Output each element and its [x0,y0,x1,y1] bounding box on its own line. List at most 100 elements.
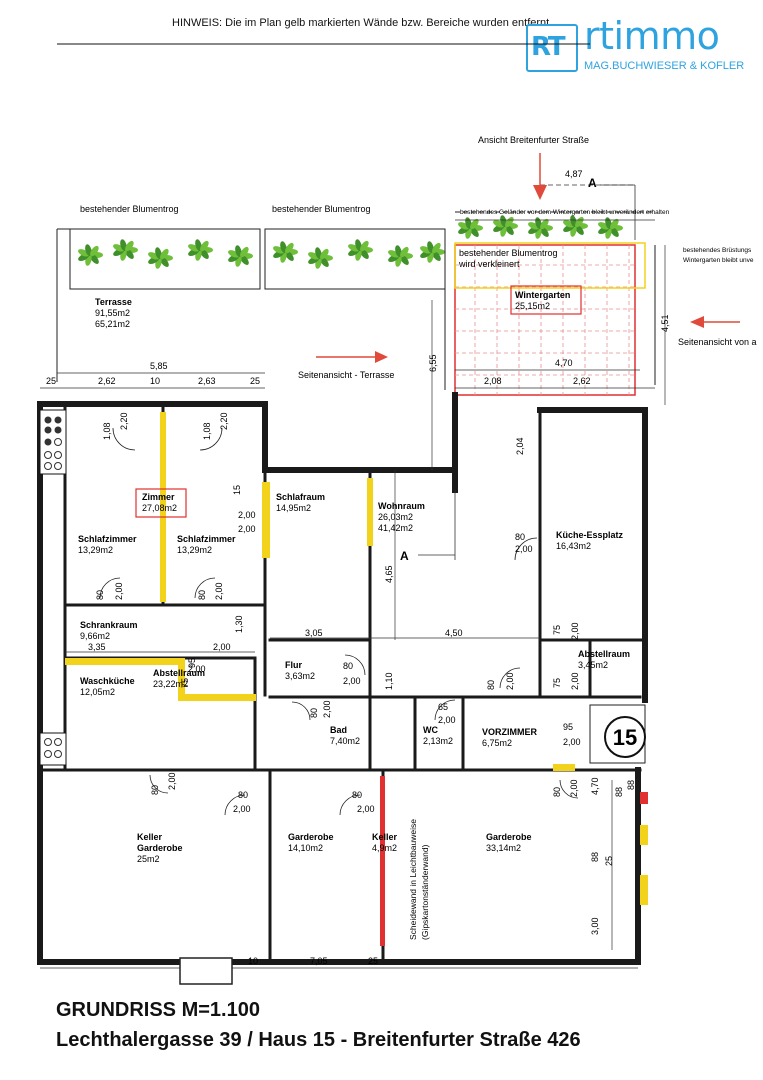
dimension-lines [40,184,666,969]
dimension-label: 2,00 [357,804,375,814]
dimension-label: 4,70 [590,777,600,795]
dimension-label: 15 [232,485,242,495]
logo-mark: RT [526,24,578,72]
room-area-wohnraum: 26,03m2 [378,512,413,522]
room-area-schlafraum: 14,95m2 [276,503,311,513]
room-area2-terrasse: 65,21m2 [95,319,130,329]
wintergarten-label-box [510,285,582,315]
dimension-label: 2,00 [322,700,332,718]
logo-brand: rtimmo [584,14,720,58]
dimension-label: 4,65 [384,565,394,583]
dimension-label: 2,00 [570,672,580,690]
dimension-label: 2,62 [573,376,591,386]
room-area-schrankraum: 9,66m2 [80,631,110,641]
room-name-keller_2: Keller [372,832,398,842]
room-area-bad: 7,40m2 [330,736,360,746]
company-logo: RT rtimmo MAG.BUCHWIESER & KOFLER [526,14,758,76]
dimension-label: 2,00 [438,715,456,725]
view-arrows [316,153,740,363]
section-a-left: A [400,549,409,563]
dimension-label: 2,00 [569,779,579,797]
dimension-label: 1,08 [202,422,212,440]
dimension-label: 80 [486,680,496,690]
house-number-badge: 15 [589,704,646,764]
room-name-wohnraum: Wohnraum [378,501,425,511]
room-area2-wohnraum: 41,42m2 [378,523,413,533]
room-area-garderobe_1: 14,10m2 [288,843,323,853]
room-name-zimmer: Zimmer [142,492,175,502]
logo-subtitle: MAG.BUCHWIESER & KOFLER [584,60,745,72]
dimension-label: 4,51 [660,314,670,332]
partition-note-2: (Gipskartonständerwand) [420,844,430,940]
dimension-label: 2,20 [119,412,129,430]
section-lines [418,184,636,560]
dimension-label: 75 [552,625,562,635]
dimension-label: 2,00 [214,582,224,600]
planter-label-1: bestehender Blumentrog [80,204,179,214]
dimension-label: 80 [150,785,160,795]
street-view-label: Ansicht Breitenfurter Straße [478,135,589,145]
dimension-label: 2,00 [563,737,581,747]
room-name-schlafzimmer_1: Schlafzimmer [78,534,137,544]
dimension-label: 2,08 [484,376,502,386]
dimension-label: 2,00 [238,524,256,534]
partition-note-1: Scheidewand in Leichtbauweise [408,819,418,940]
dimension-label: 88 [614,787,624,797]
dimension-label: 80 [352,790,362,800]
dimension-label: 80 [95,590,105,600]
room-area-schlafzimmer_1: 13,29m2 [78,545,113,555]
dimension-label: 25 [46,376,56,386]
dimension-label: 4,70 [555,358,573,368]
dimension-label: 88 [590,852,600,862]
wintergarten-area [454,219,655,396]
room-name-terrasse: Terrasse [95,297,132,307]
room-name-bad: Bad [330,725,347,735]
dimension-label: 95 [563,722,573,732]
room-area-waschkueche: 12,05m2 [80,687,115,697]
dimension-label: 5,85 [150,361,168,371]
dimension-label: 25 [250,376,260,386]
title-block: GRUNDRISS M=1.100 Lechthalergasse 39 / H… [44,993,724,1070]
dimension-label: 2,00 [114,582,124,600]
dimension-label: 80 [309,708,319,718]
dimension-label: 4,50 [445,628,463,638]
room-area-keller_1: 25m2 [137,854,160,864]
room-name-wintergarten: Wintergarten [515,290,570,300]
washer-icon [39,732,67,766]
notice-text: HINWEIS: Die im Plan gelb markierten Wän… [172,17,553,29]
room-name-schlafraum: Schlafraum [276,492,325,502]
parapet-note-2: Wintergarten bleibt unve [683,257,754,264]
side-view-label: Seitenansicht von a [678,337,757,347]
room-name-schrankraum: Schrankraum [80,620,138,630]
room-name-vorzimmer: VORZIMMER [482,727,537,737]
dimension-label: 88 [626,780,636,790]
stove-icon [39,409,67,475]
room-area-abstellraum_1: 23,22m2 [153,679,188,689]
entrance-step [179,957,233,985]
blumentrog-highlight [454,242,646,289]
removed-walls [65,412,648,905]
dimension-label: 95 [187,658,197,668]
room-labels: Terrasse91,55m265,21m2Wintergarten25,15m… [78,290,630,864]
room-name-abstellraum_1: Abstellraum [153,668,205,678]
dimension-label: 80 [343,661,353,671]
room-name-waschkueche: Waschküche [80,676,135,686]
room-area-wc: 2,13m2 [423,736,453,746]
dimension-label: 25 [604,856,614,866]
dimension-label: 2,00 [343,676,361,686]
room-area-flur: 3,63m2 [285,671,315,681]
dimension-label: 2,20 [219,412,229,430]
dimension-label: 65 [438,702,448,712]
dimension-label: 80 [197,590,207,600]
room-name-keller_1: Keller [137,832,163,842]
room-name-wc: WC [423,725,438,735]
dimension-label: 2,00 [213,642,231,652]
room-area-kueche: 16,43m2 [556,541,591,551]
dimension-label: 75 [552,678,562,688]
dimension-label: 3,00 [590,917,600,935]
terrace-boundary [56,211,656,390]
